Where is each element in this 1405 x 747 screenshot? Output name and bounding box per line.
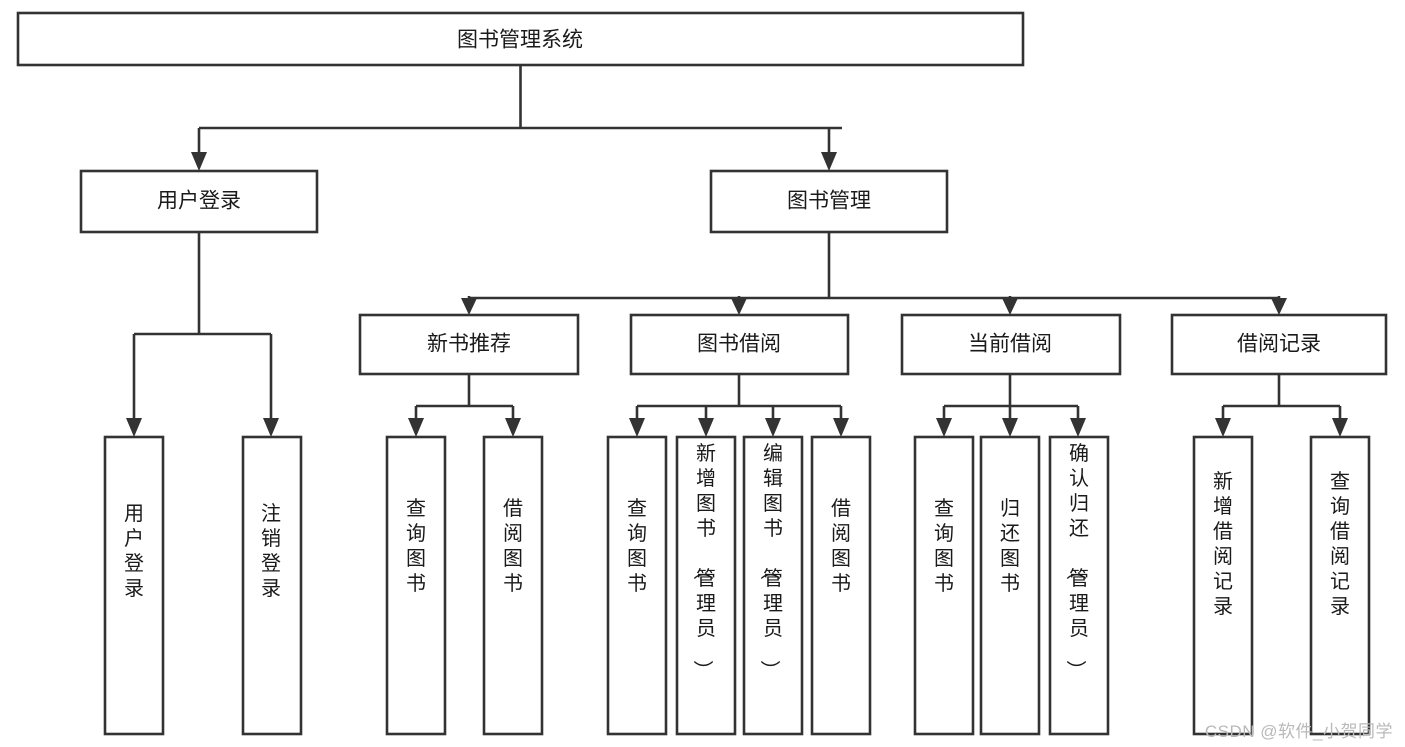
node-newbook[interactable]: 新书推荐 — [358, 313, 580, 376]
arrow-head-leaf6 — [698, 418, 714, 437]
node-leaf5[interactable]: 查询图书 — [606, 435, 668, 736]
node-current-label: 当前借阅 — [968, 333, 1052, 356]
node-leaf7[interactable]: 编辑图书（管理员） — [742, 435, 804, 736]
node-leaf13[interactable]: 查询借阅记录 — [1309, 435, 1371, 736]
node-root-label: 图书管理系统 — [457, 29, 583, 52]
node-leaf8[interactable]: 借阅图书 — [810, 435, 872, 736]
arrow-head-leaf7 — [765, 418, 781, 437]
arrow-head-leaf8 — [833, 418, 849, 437]
node-leaf12-box[interactable] — [1192, 435, 1254, 736]
node-leaf2-label: 注销登录 — [261, 502, 281, 600]
node-leaf3[interactable]: 查询图书 — [385, 435, 447, 736]
node-leaf4-label: 借阅图书 — [503, 497, 523, 595]
node-bookmgmt-label: 图书管理 — [787, 190, 871, 213]
node-leaf10[interactable]: 归还图书 — [979, 435, 1041, 736]
node-bookmgmt-box[interactable] — [709, 169, 949, 234]
node-record-label: 借阅记录 — [1237, 333, 1321, 356]
node-newbook-box[interactable] — [358, 313, 580, 376]
node-leaf13-box[interactable] — [1309, 435, 1371, 736]
node-leaf11-box[interactable] — [1048, 435, 1110, 736]
connector-group-borrow-to-leaves — [629, 374, 849, 437]
node-leaf3-box[interactable] — [385, 435, 447, 736]
node-leaf5-label: 查询图书 — [627, 497, 647, 595]
node-leaf12[interactable]: 新增借阅记录 — [1192, 435, 1254, 736]
arrow-head-leaf5 — [629, 418, 645, 437]
node-login-box[interactable] — [79, 169, 319, 234]
arrow-head-leaf4 — [505, 418, 521, 437]
arrow-head-borrow — [731, 298, 747, 315]
node-leaf3-label: 查询图书 — [406, 497, 426, 595]
arrow-head-leaf9 — [936, 418, 952, 437]
node-login-label: 用户登录 — [157, 190, 241, 213]
node-leaf10-label: 归还图书 — [1000, 497, 1020, 595]
arrow-head-newbook — [461, 298, 477, 315]
node-leaf6-label: 新增图书（管理员） — [691, 442, 716, 680]
connector-group-newbook-to-leaves — [408, 374, 521, 437]
connector-group-current-to-leaves — [936, 374, 1086, 437]
node-current-box[interactable] — [900, 313, 1122, 376]
connector-group-root-to-level2 — [191, 65, 842, 171]
node-leaf9-box[interactable] — [913, 435, 975, 736]
node-leaf7-label: 编辑图书（管理员） — [758, 442, 783, 680]
node-leaf11-label: 确认归还（管理员） — [1064, 442, 1089, 680]
arrow-head-current — [1002, 298, 1018, 315]
csdn-watermark: CSDN @软件_小贺同学 — [1204, 722, 1393, 741]
connector-group-login-to-leaves — [126, 232, 279, 437]
node-leaf2-box[interactable] — [241, 435, 303, 736]
arrow-head-leaf1 — [126, 418, 142, 437]
arrow-head-record — [1271, 298, 1287, 315]
node-leaf10-box[interactable] — [979, 435, 1041, 736]
arrow-head-leaf13 — [1332, 418, 1348, 437]
arrow-head-login — [191, 152, 207, 171]
connector-group-bookmgmt-to-level3 — [461, 232, 1287, 315]
node-leaf12-label: 新增借阅记录 — [1213, 470, 1233, 618]
node-record[interactable]: 借阅记录 — [1170, 313, 1388, 376]
node-record-box[interactable] — [1170, 313, 1388, 376]
arrow-head-leaf2 — [263, 418, 279, 437]
node-leaf13-label: 查询借阅记录 — [1330, 470, 1350, 618]
node-leaf1[interactable]: 用户登录 — [103, 435, 165, 736]
node-leaf4[interactable]: 借阅图书 — [482, 435, 544, 736]
node-leaf6-box[interactable] — [675, 435, 737, 736]
arrow-head-leaf10 — [1002, 418, 1018, 437]
connector-group-record-to-leaves — [1215, 374, 1348, 437]
node-leaf6[interactable]: 新增图书（管理员） — [675, 435, 737, 736]
node-root-box[interactable] — [16, 11, 1025, 67]
node-newbook-label: 新书推荐 — [427, 333, 511, 356]
arrow-head-leaf11 — [1070, 418, 1086, 437]
node-bookmgmt[interactable]: 图书管理 — [709, 169, 949, 234]
node-borrow-box[interactable] — [629, 313, 850, 376]
node-leaf1-box[interactable] — [103, 435, 165, 736]
arrow-head-bookmgmt — [821, 152, 837, 171]
arrow-head-leaf12 — [1215, 418, 1231, 437]
node-leaf8-label: 借阅图书 — [831, 497, 851, 595]
node-leaf2[interactable]: 注销登录 — [241, 435, 303, 736]
arrow-head-leaf3 — [408, 418, 424, 437]
node-leaf11[interactable]: 确认归还（管理员） — [1048, 435, 1110, 736]
node-leaf9-label: 查询图书 — [934, 497, 954, 595]
node-leaf5-box[interactable] — [606, 435, 668, 736]
node-borrow[interactable]: 图书借阅 — [629, 313, 850, 376]
node-leaf9[interactable]: 查询图书 — [913, 435, 975, 736]
node-leaf7-box[interactable] — [742, 435, 804, 736]
node-leaf8-box[interactable] — [810, 435, 872, 736]
node-current[interactable]: 当前借阅 — [900, 313, 1122, 376]
node-login[interactable]: 用户登录 — [79, 169, 319, 234]
node-borrow-label: 图书借阅 — [697, 333, 781, 356]
node-leaf4-box[interactable] — [482, 435, 544, 736]
node-leaf1-label: 用户登录 — [124, 503, 144, 600]
node-root[interactable]: 图书管理系统 — [16, 11, 1025, 67]
